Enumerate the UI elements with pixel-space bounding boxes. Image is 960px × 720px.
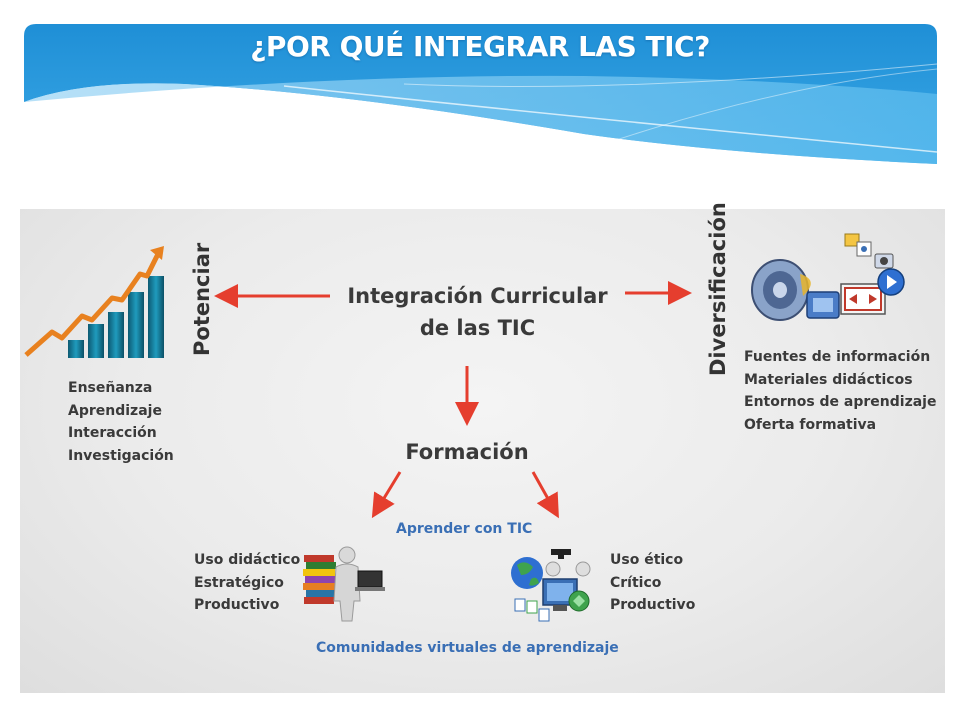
- list-item: Crítico: [610, 574, 662, 591]
- arrow-down-left: [371, 471, 402, 519]
- formacion-left-list: Uso didáctico Estratégico Productivo: [194, 549, 300, 617]
- center-title: Integración Curricular de las TIC: [335, 280, 620, 344]
- aprender-con-tic-label: Aprender con TIC: [396, 521, 533, 537]
- growth-chart-icon: [24, 246, 164, 358]
- media-multimedia-icon: [751, 233, 905, 321]
- list-item: Productivo: [610, 597, 696, 613]
- list-item: Investigación: [68, 447, 174, 464]
- arrow-down-right: [531, 471, 559, 519]
- list-item: Interacción: [68, 425, 157, 441]
- header-banner: [24, 24, 937, 164]
- list-item: Uso ético: [610, 552, 684, 568]
- slide-title: ¿POR QUÉ INTEGRAR LAS TIC?: [250, 30, 710, 63]
- list-item: Productivo: [194, 597, 280, 613]
- formacion-label: Formación: [405, 440, 529, 464]
- footer-label: Comunidades virtuales de aprendizaje: [316, 640, 619, 656]
- center-title-line2: de las TIC: [419, 316, 536, 340]
- list-item: Enseñanza: [68, 380, 153, 396]
- list-item: Aprendizaje: [68, 402, 162, 419]
- list-item: Fuentes de información: [744, 349, 931, 365]
- list-item: Uso didáctico: [194, 552, 301, 568]
- list-item: Materiales didácticos: [744, 371, 913, 388]
- potenciar-list: Enseñanza Aprendizaje Interacción Invest…: [68, 377, 174, 467]
- formacion-right-list: Uso ético Crítico Productivo: [610, 549, 695, 617]
- list-item: Oferta formativa: [744, 416, 877, 433]
- globe-computer-people-icon: [511, 549, 591, 622]
- list-item: Entornos de aprendizaje: [744, 394, 937, 410]
- list-item: Estratégico: [194, 574, 284, 591]
- books-person-laptop-icon: [303, 546, 385, 622]
- diversificacion-list: Fuentes de información Materiales didáct…: [744, 346, 936, 436]
- center-title-line1: Integración Curricular: [347, 284, 608, 308]
